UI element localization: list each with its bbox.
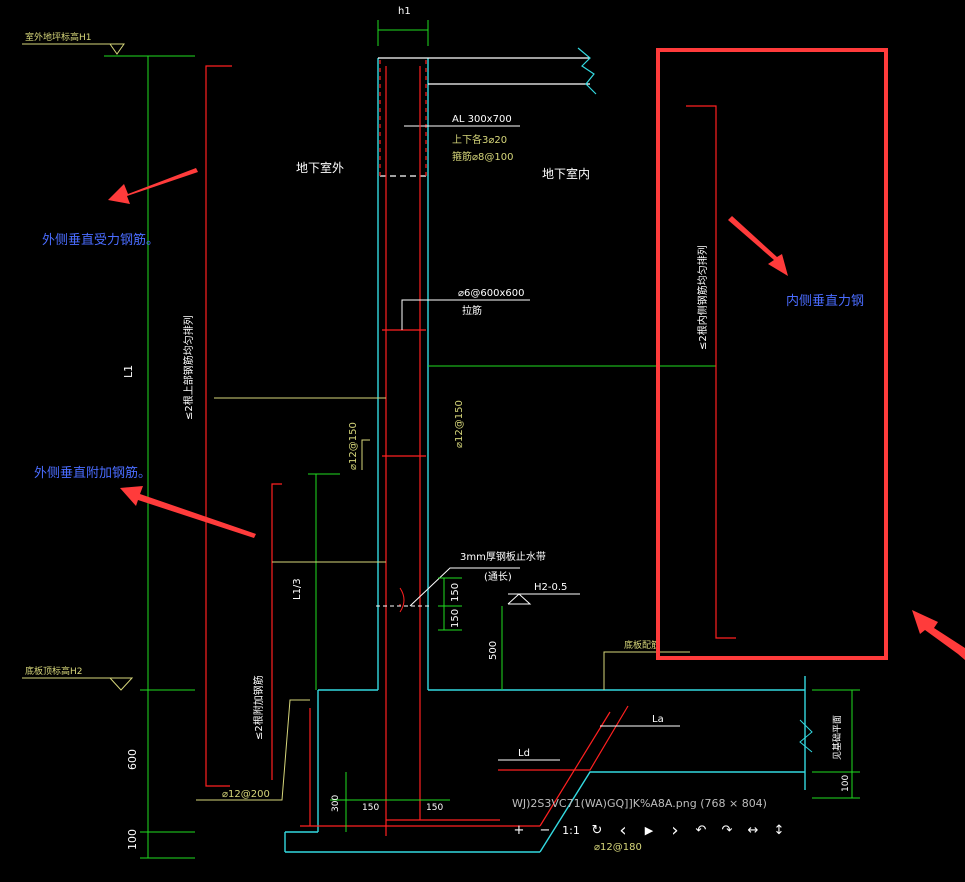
- waterstop-text: 3mm厚钢板止水带: [460, 550, 546, 563]
- beam-top-bars-text: 上下各3⌀20: [452, 133, 507, 146]
- inner-bar-label: ≤2根内侧钢筋均匀排列: [696, 245, 709, 350]
- arrow-outer-main: [108, 168, 198, 204]
- dim-500-text: 500: [488, 641, 499, 660]
- arrow-bottom-right: [912, 610, 965, 660]
- viewer-toolbar: + − 1:1 ↻ ‹ ▶ › ↶ ↷ ↔ ↕: [506, 819, 792, 841]
- raft-right-dims: [812, 689, 860, 799]
- beam-break-mark: [577, 47, 597, 95]
- dim-l1-text: L1: [122, 365, 135, 378]
- outer-main-bar: [205, 65, 232, 787]
- beam-stirrups-text: 箍筋⌀8@100: [452, 150, 513, 163]
- waterstop-group: 3mm厚钢板止水带 (通长): [376, 550, 546, 613]
- next-icon[interactable]: ›: [671, 819, 679, 841]
- play-icon[interactable]: ▶: [644, 823, 654, 837]
- tie-bars-note-text: 拉筋: [462, 304, 482, 317]
- zoom-in-button[interactable]: +: [513, 822, 525, 838]
- beam-label-group: AL 300x700 上下各3⌀20 箍筋⌀8@100: [404, 114, 520, 163]
- left-bar-label-group: ⌀12@150 ⌀12@150: [214, 397, 465, 470]
- outer-additional-bar: [271, 483, 282, 780]
- raft-note-text: 底板配筋: [624, 639, 660, 651]
- arrow-outer-additional: [120, 486, 256, 538]
- left-dimension-chain: [140, 56, 195, 859]
- dim-600-text: 600: [126, 749, 139, 770]
- raft-break-mark: [799, 719, 813, 753]
- mid-level-marker: 底板顶标高H2: [22, 665, 134, 691]
- top-level-text: 室外地坪标高H1: [25, 31, 92, 43]
- waterstop-note-text: (通长): [484, 571, 512, 583]
- dim-300-text: 300: [331, 795, 341, 812]
- dim-l1-3-text: L1/3: [292, 578, 303, 600]
- bar-left-text: ⌀12@150: [348, 422, 359, 470]
- bottom-bar-text: ⌀12@200: [222, 789, 270, 800]
- note-outer-additional: 外侧垂直附加钢筋。: [34, 466, 152, 481]
- rotate-icon[interactable]: ↻: [591, 822, 603, 838]
- mid-level-text: 底板顶标高H2: [25, 665, 83, 677]
- underground-inside-text: 地下室内: [542, 166, 590, 181]
- previous-icon[interactable]: ‹: [619, 819, 627, 841]
- outer-additional-bar-label: ≤2根附加钢筋: [252, 675, 265, 740]
- anchor-labels: La Ld: [498, 714, 680, 761]
- bar-right-text: ⌀12@150: [454, 400, 465, 448]
- raft-note-group: 底板配筋: [603, 639, 690, 690]
- la-text: La: [652, 714, 664, 725]
- viewer-caption: WJ)2S3VC71(WA)GQ]]K%A8A.png (768 × 804): [512, 797, 767, 810]
- h2-level-marker: H2-0.5: [507, 582, 580, 605]
- outer-main-bar-label: ≤2根上部钢筋均匀排列: [182, 315, 195, 420]
- zoom-out-button[interactable]: −: [539, 822, 551, 838]
- dim-100-text: 100: [126, 829, 139, 850]
- ld-text: Ld: [518, 748, 530, 759]
- top-level-marker: 室外地坪标高H1: [22, 31, 195, 57]
- l1-3-dimension: [308, 473, 340, 690]
- dim-150c-text: 150: [362, 803, 379, 813]
- undo-icon[interactable]: ↶: [695, 822, 707, 838]
- inner-vertical-bar: [686, 105, 736, 639]
- wall-outline: [284, 58, 806, 853]
- beam-name-text: AL 300x700: [452, 114, 512, 125]
- dim-150b-text: 150: [450, 609, 461, 628]
- dim-150d-text: 150: [426, 803, 443, 813]
- beam-outline: [378, 57, 590, 177]
- side-note-text: 见基础平面: [831, 715, 843, 760]
- top-dim-h1-text: h1: [398, 6, 411, 17]
- bottom-bar2-text: ⌀12@180: [594, 842, 642, 853]
- note-inner: 内侧垂直力钢: [786, 294, 865, 309]
- dim-100b-text: 100: [841, 775, 851, 792]
- redo-icon[interactable]: ↷: [721, 822, 733, 838]
- actual-size-button[interactable]: 1:1: [562, 823, 580, 837]
- annotation-arrows: [108, 168, 965, 660]
- waterstop-dims: [438, 577, 503, 690]
- fit-height-icon[interactable]: ↕: [773, 822, 785, 838]
- fit-width-icon[interactable]: ↔: [747, 822, 759, 838]
- highlight-rectangle: [656, 48, 888, 660]
- top-dim-h1: [377, 20, 429, 46]
- tie-bar-label-group: ⌀6@600x600 拉筋: [401, 288, 530, 330]
- tie-bars-text: ⌀6@600x600: [458, 288, 524, 299]
- arrow-inner: [728, 216, 788, 276]
- dim-150-text: 150: [450, 583, 461, 602]
- underground-outside-text: 地下室外: [296, 160, 344, 175]
- bottom-bar-group: ⌀12@200 300 150 150 ⌀12@180: [196, 699, 642, 853]
- level-h2-text: H2-0.5: [534, 582, 567, 593]
- note-outer-main: 外侧垂直受力钢筋。: [42, 233, 160, 248]
- wall-rebar: [300, 66, 629, 836]
